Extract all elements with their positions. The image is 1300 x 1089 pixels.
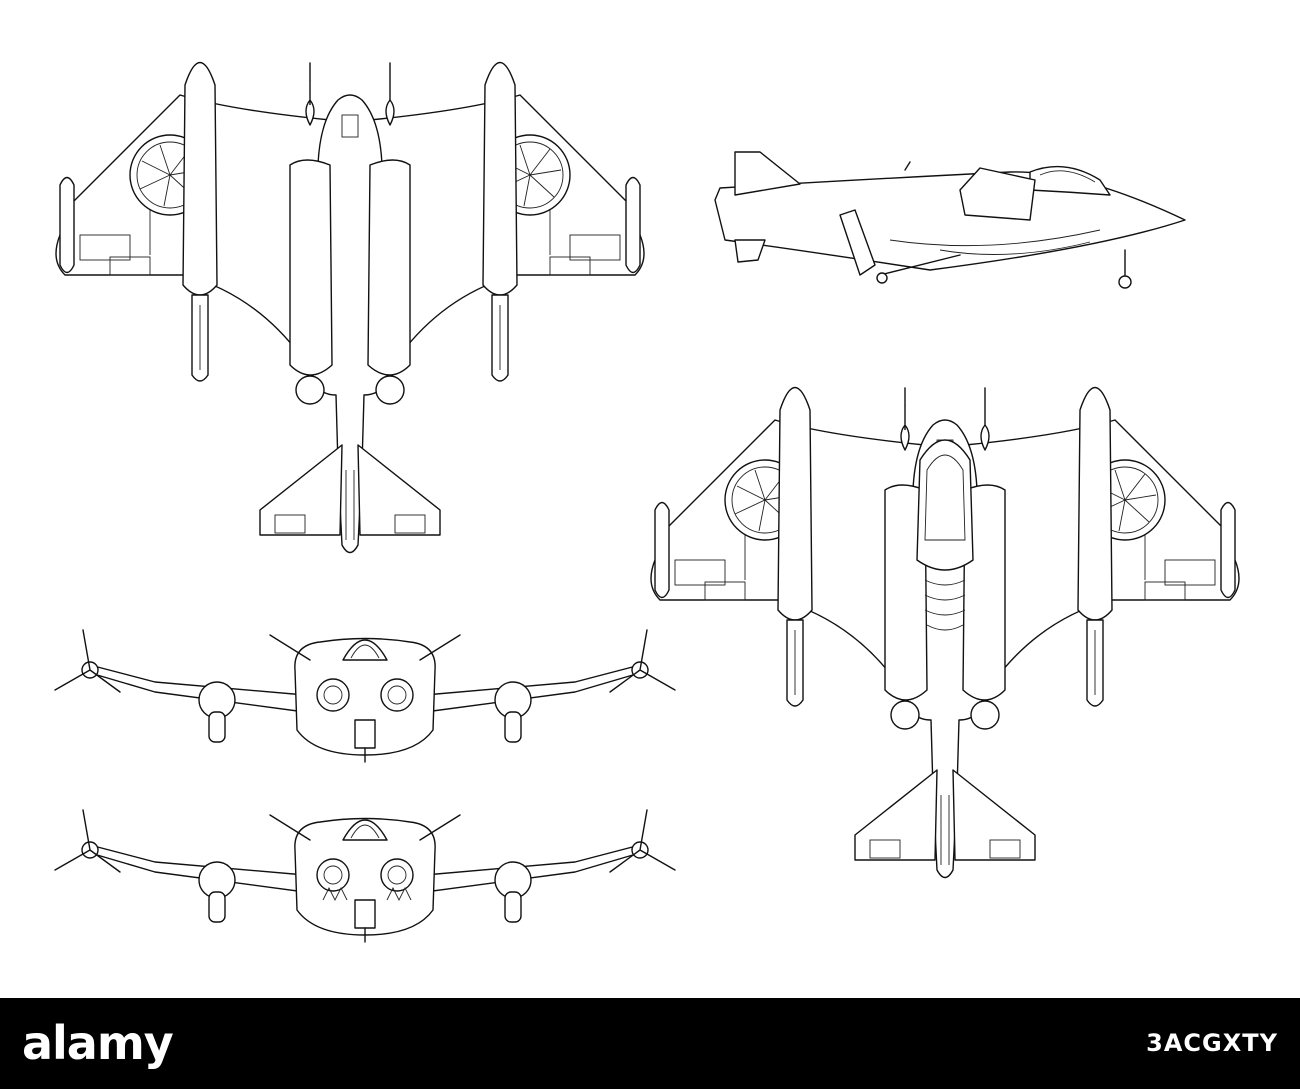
rear-view: [54, 809, 676, 943]
brand-logo[interactable]: alamy: [22, 1016, 174, 1070]
aircraft-blueprint: [54, 61, 1240, 943]
watermark-footer: alamy 3ACGXTY: [0, 998, 1300, 1089]
front-view: [54, 629, 676, 763]
top-view: [55, 61, 645, 554]
bottom-view: [650, 386, 1240, 879]
side-view: [714, 151, 1186, 289]
image-id-label: 3ACGXTY: [1146, 1029, 1278, 1057]
